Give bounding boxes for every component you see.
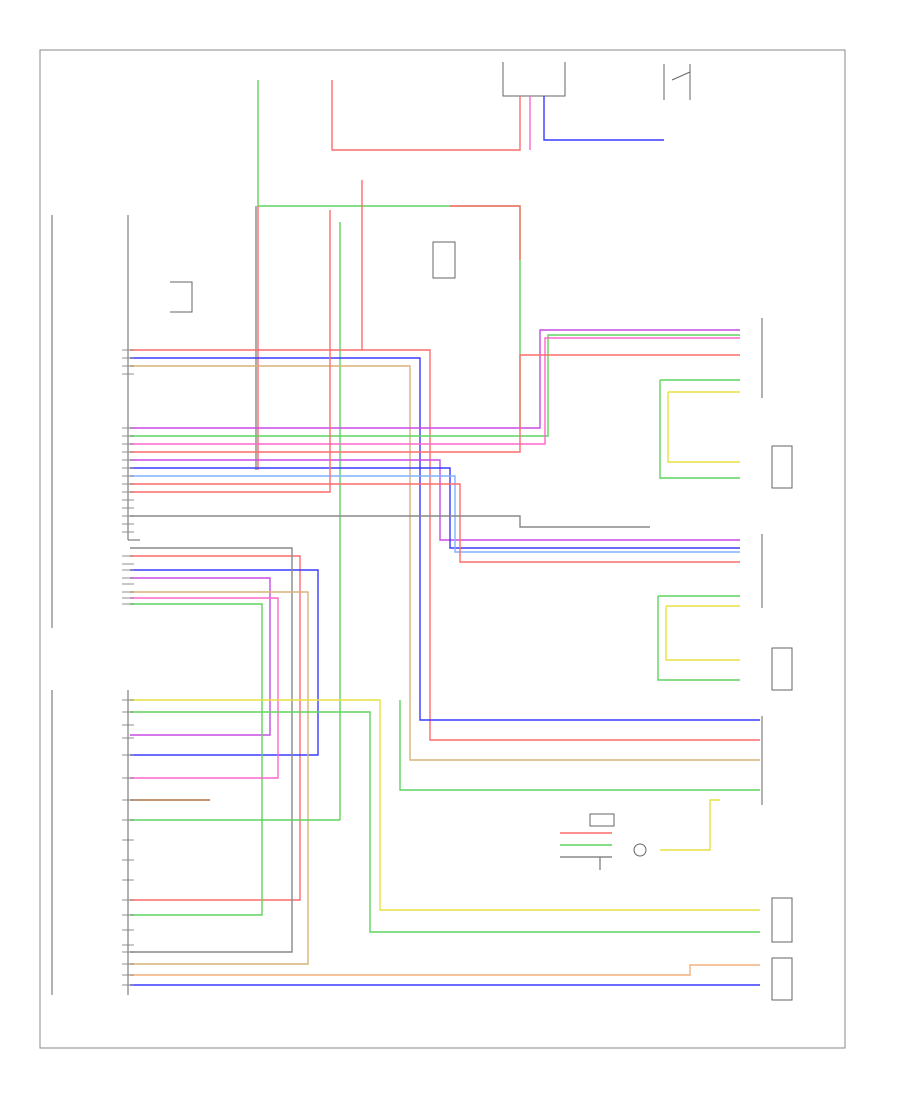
wire-yellow-33 (130, 699, 760, 911)
amplifier-block (51, 690, 129, 995)
diagram-frame (39, 49, 846, 1049)
wire-red-15 (130, 354, 740, 453)
relay-middle-block (432, 241, 456, 279)
wires (130, 80, 760, 986)
wire-blue-28 (130, 569, 319, 756)
wire-tan-32 (130, 591, 309, 965)
wire-tan-11 (130, 365, 760, 761)
left-tweeter-block (771, 445, 793, 489)
wire-gray-31 (130, 547, 293, 953)
wire-red-19 (130, 483, 740, 563)
wire-green-34 (130, 711, 760, 933)
wire-green-29 (130, 603, 263, 916)
wire-green-22 (659, 379, 740, 479)
wire-violet-12 (130, 329, 740, 429)
wire-red-1 (331, 80, 521, 151)
left-rear-speaker-block (771, 897, 793, 943)
wire-red-26 (130, 555, 301, 901)
wire-red-8 (450, 205, 521, 260)
wire-blue-10 (130, 357, 760, 721)
wire-green-39 (399, 700, 760, 791)
wire-red-9 (130, 349, 760, 741)
antenna-connector (633, 843, 647, 857)
wire-lightblue-18 (130, 475, 740, 553)
wire-blue-17 (130, 467, 740, 549)
wire-yellow-25 (665, 605, 740, 661)
radio-unit-block (127, 215, 140, 541)
steering-switch-block (589, 813, 615, 827)
wire-blue-3 (543, 96, 664, 141)
right-tweeter-block (771, 647, 793, 691)
clock-module-block (170, 281, 193, 313)
pin-labels (122, 349, 134, 986)
wire-green-0 (257, 80, 521, 430)
relay-top-block (502, 62, 566, 97)
wire-yellow-43 (660, 799, 720, 851)
wire-green-13 (130, 334, 740, 437)
wire-pink-14 (130, 337, 740, 445)
right-rear-speaker-block (771, 957, 793, 1001)
wire-yellow-23 (667, 391, 740, 463)
switch-top-right (663, 64, 691, 100)
wire-gray-21 (130, 515, 650, 528)
wire-violet-16 (130, 459, 740, 541)
wire-red-20 (130, 210, 331, 493)
wire-orange-35 (130, 964, 760, 976)
wire-violet-27 (130, 577, 271, 736)
wire-pink-30 (130, 597, 279, 779)
wire-green-24 (657, 595, 740, 681)
